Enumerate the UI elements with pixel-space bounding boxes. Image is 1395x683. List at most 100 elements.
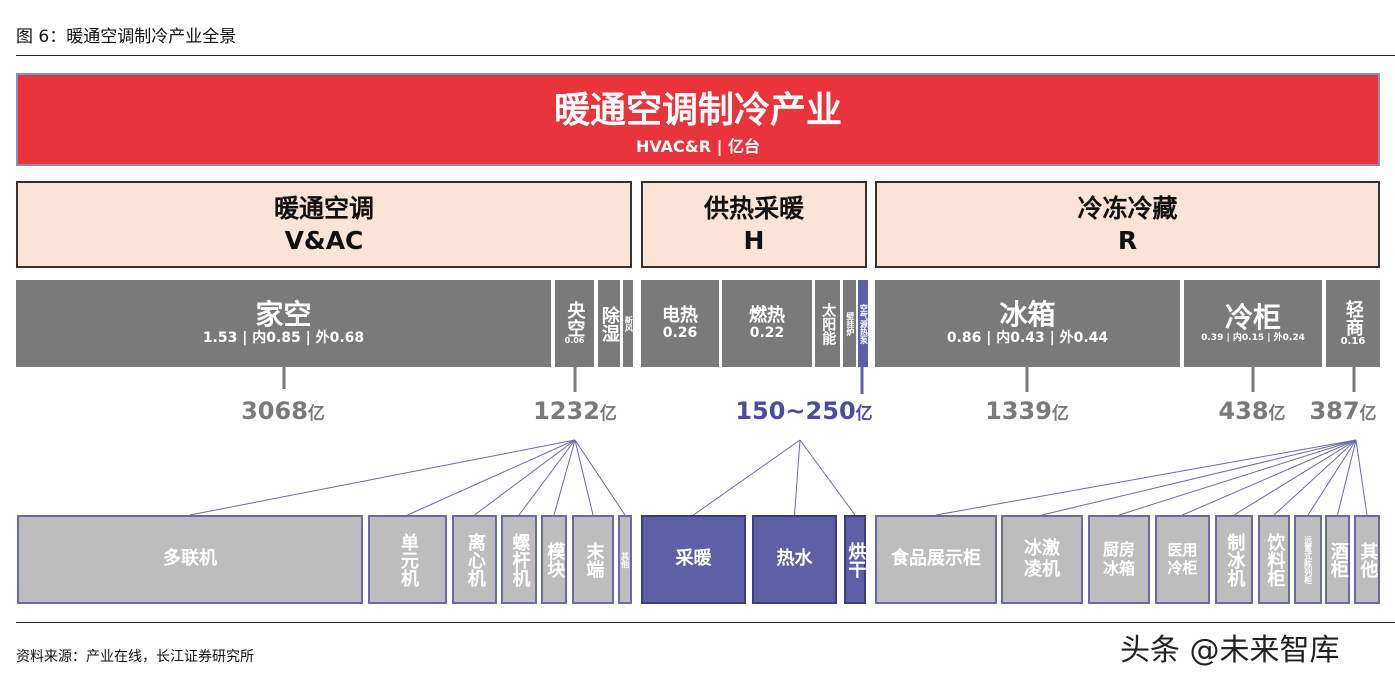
- banner-subtitle: HVAC&R | 亿台: [635, 137, 761, 156]
- segment: 新风: [623, 280, 633, 367]
- connector-line: [693, 439, 801, 516]
- figure-title: 图 6：暖通空调制冷产业全景: [16, 27, 237, 47]
- market-size: 387亿: [1309, 397, 1377, 425]
- connector-line: [518, 439, 576, 516]
- product-label: 离心机: [464, 532, 486, 587]
- connector-line: [574, 439, 594, 516]
- connector-line: [799, 439, 856, 516]
- category-cn: 冷冻冷藏: [1077, 194, 1178, 223]
- product-box: 饮料柜: [1258, 515, 1290, 604]
- connector-line: [574, 439, 626, 516]
- product-box: 离心机: [452, 515, 497, 604]
- product-box: 模块: [541, 515, 567, 604]
- product-box: 烘干: [844, 515, 866, 604]
- product-label: 其他: [1357, 541, 1379, 578]
- product-label: 其他: [620, 551, 630, 568]
- market-size: 3068亿: [241, 397, 325, 425]
- segment-name: 轻商: [1342, 300, 1364, 336]
- watermark: 头条 @未来智库: [1120, 633, 1340, 668]
- connector-line: [1337, 439, 1357, 516]
- banner-title: 暖通空调制冷产业: [553, 90, 842, 131]
- divider: [16, 622, 1395, 623]
- segment-name: 燃热: [749, 304, 785, 326]
- divider: [16, 55, 1395, 56]
- category-h: 供热采暖 H: [641, 181, 867, 268]
- connector-line: [935, 439, 1357, 516]
- segment-value: 1.53 | 内0.85 | 外0.68: [202, 330, 365, 347]
- market-size: 1339亿: [985, 397, 1069, 425]
- product-label: 烘干: [845, 541, 867, 578]
- product-box: 远置式陈列柜: [1294, 515, 1322, 604]
- product-label: 采暖: [675, 548, 712, 570]
- product-box: 医用冷柜: [1155, 515, 1210, 604]
- category-vac: 暖通空调 V&AC: [16, 181, 632, 268]
- product-box: 制冰机: [1215, 515, 1253, 604]
- segment-name: 央空: [564, 301, 586, 338]
- segment-value: 0.22: [749, 324, 785, 341]
- segment-value: 0.39 | 内0.15 | 外0.24: [1201, 332, 1305, 343]
- segment-value: 0.86 | 内0.43 | 外0.44: [946, 330, 1109, 347]
- category-en: R: [1117, 226, 1138, 255]
- product-label: 冰激凌机: [1023, 537, 1060, 580]
- product-label: 螺杆机: [509, 532, 531, 587]
- connector-line: [1307, 439, 1357, 516]
- product-label: 饮料柜: [1264, 532, 1286, 587]
- product-box: 食品展示柜: [875, 515, 997, 604]
- product-label: 热水: [776, 548, 813, 570]
- product-box: 冰激凌机: [1001, 515, 1083, 604]
- product-label: 远置式陈列柜: [1303, 535, 1313, 584]
- product-label: 单元机: [397, 532, 419, 587]
- product-label: 酒柜: [1327, 541, 1349, 578]
- product-label: 多联机: [163, 548, 217, 570]
- segment-name: 冷柜: [1224, 301, 1281, 335]
- source-note: 资料来源：产业在线，长江证券研究所: [16, 649, 254, 665]
- segment: 壁挂炉: [843, 280, 856, 367]
- category-cn: 供热采暖: [703, 194, 804, 223]
- industry-banner: 暖通空调制冷产业 HVAC&R | 亿台: [16, 73, 1380, 166]
- category-en: H: [743, 226, 765, 255]
- connector-line: [1273, 439, 1357, 516]
- connector-line: [553, 439, 576, 516]
- connector-line: [1041, 439, 1357, 516]
- segment-value: 0.16: [1340, 336, 1366, 347]
- product-label: 制冰机: [1224, 532, 1246, 587]
- product-box: 热水: [752, 515, 837, 604]
- product-box: 其他: [1354, 515, 1380, 604]
- product-box: 单元机: [368, 515, 447, 604]
- segment-name: 电热: [662, 304, 698, 326]
- segment: 除湿: [598, 280, 620, 367]
- product-label: 医用冷柜: [1167, 541, 1198, 577]
- segment-name: 家空: [255, 298, 312, 332]
- segment-name: 除湿: [598, 305, 620, 342]
- connector-line: [474, 439, 576, 516]
- product-label: 食品展示柜: [891, 548, 981, 570]
- segment-name: 新风: [624, 315, 634, 332]
- product-box: 采暖: [641, 515, 746, 604]
- market-size: 438亿: [1218, 397, 1286, 425]
- segment-name: 壁挂炉: [845, 311, 855, 336]
- connector-line: [1355, 439, 1368, 516]
- segment-value: 0.06: [564, 336, 585, 346]
- category-cn: 暖通空调: [273, 194, 374, 223]
- market-size: 150~250亿: [735, 397, 873, 425]
- connector-line: [1233, 439, 1357, 516]
- segment-name: 太阳能: [820, 302, 837, 345]
- product-label: 末端: [583, 541, 605, 578]
- product-box: 末端: [572, 515, 614, 604]
- category-en: V&AC: [284, 226, 364, 255]
- segment-heat-pump: 空气源热泵: [858, 280, 868, 367]
- segment-value: 0.26: [662, 324, 698, 341]
- connector-line: [407, 439, 576, 516]
- product-box: 酒柜: [1325, 515, 1350, 604]
- connector-line: [189, 439, 576, 516]
- segment: 太阳能: [815, 280, 840, 367]
- product-box: 螺杆机: [501, 515, 537, 604]
- segment-name: 冰箱: [999, 298, 1056, 332]
- connector-line: [1118, 439, 1357, 516]
